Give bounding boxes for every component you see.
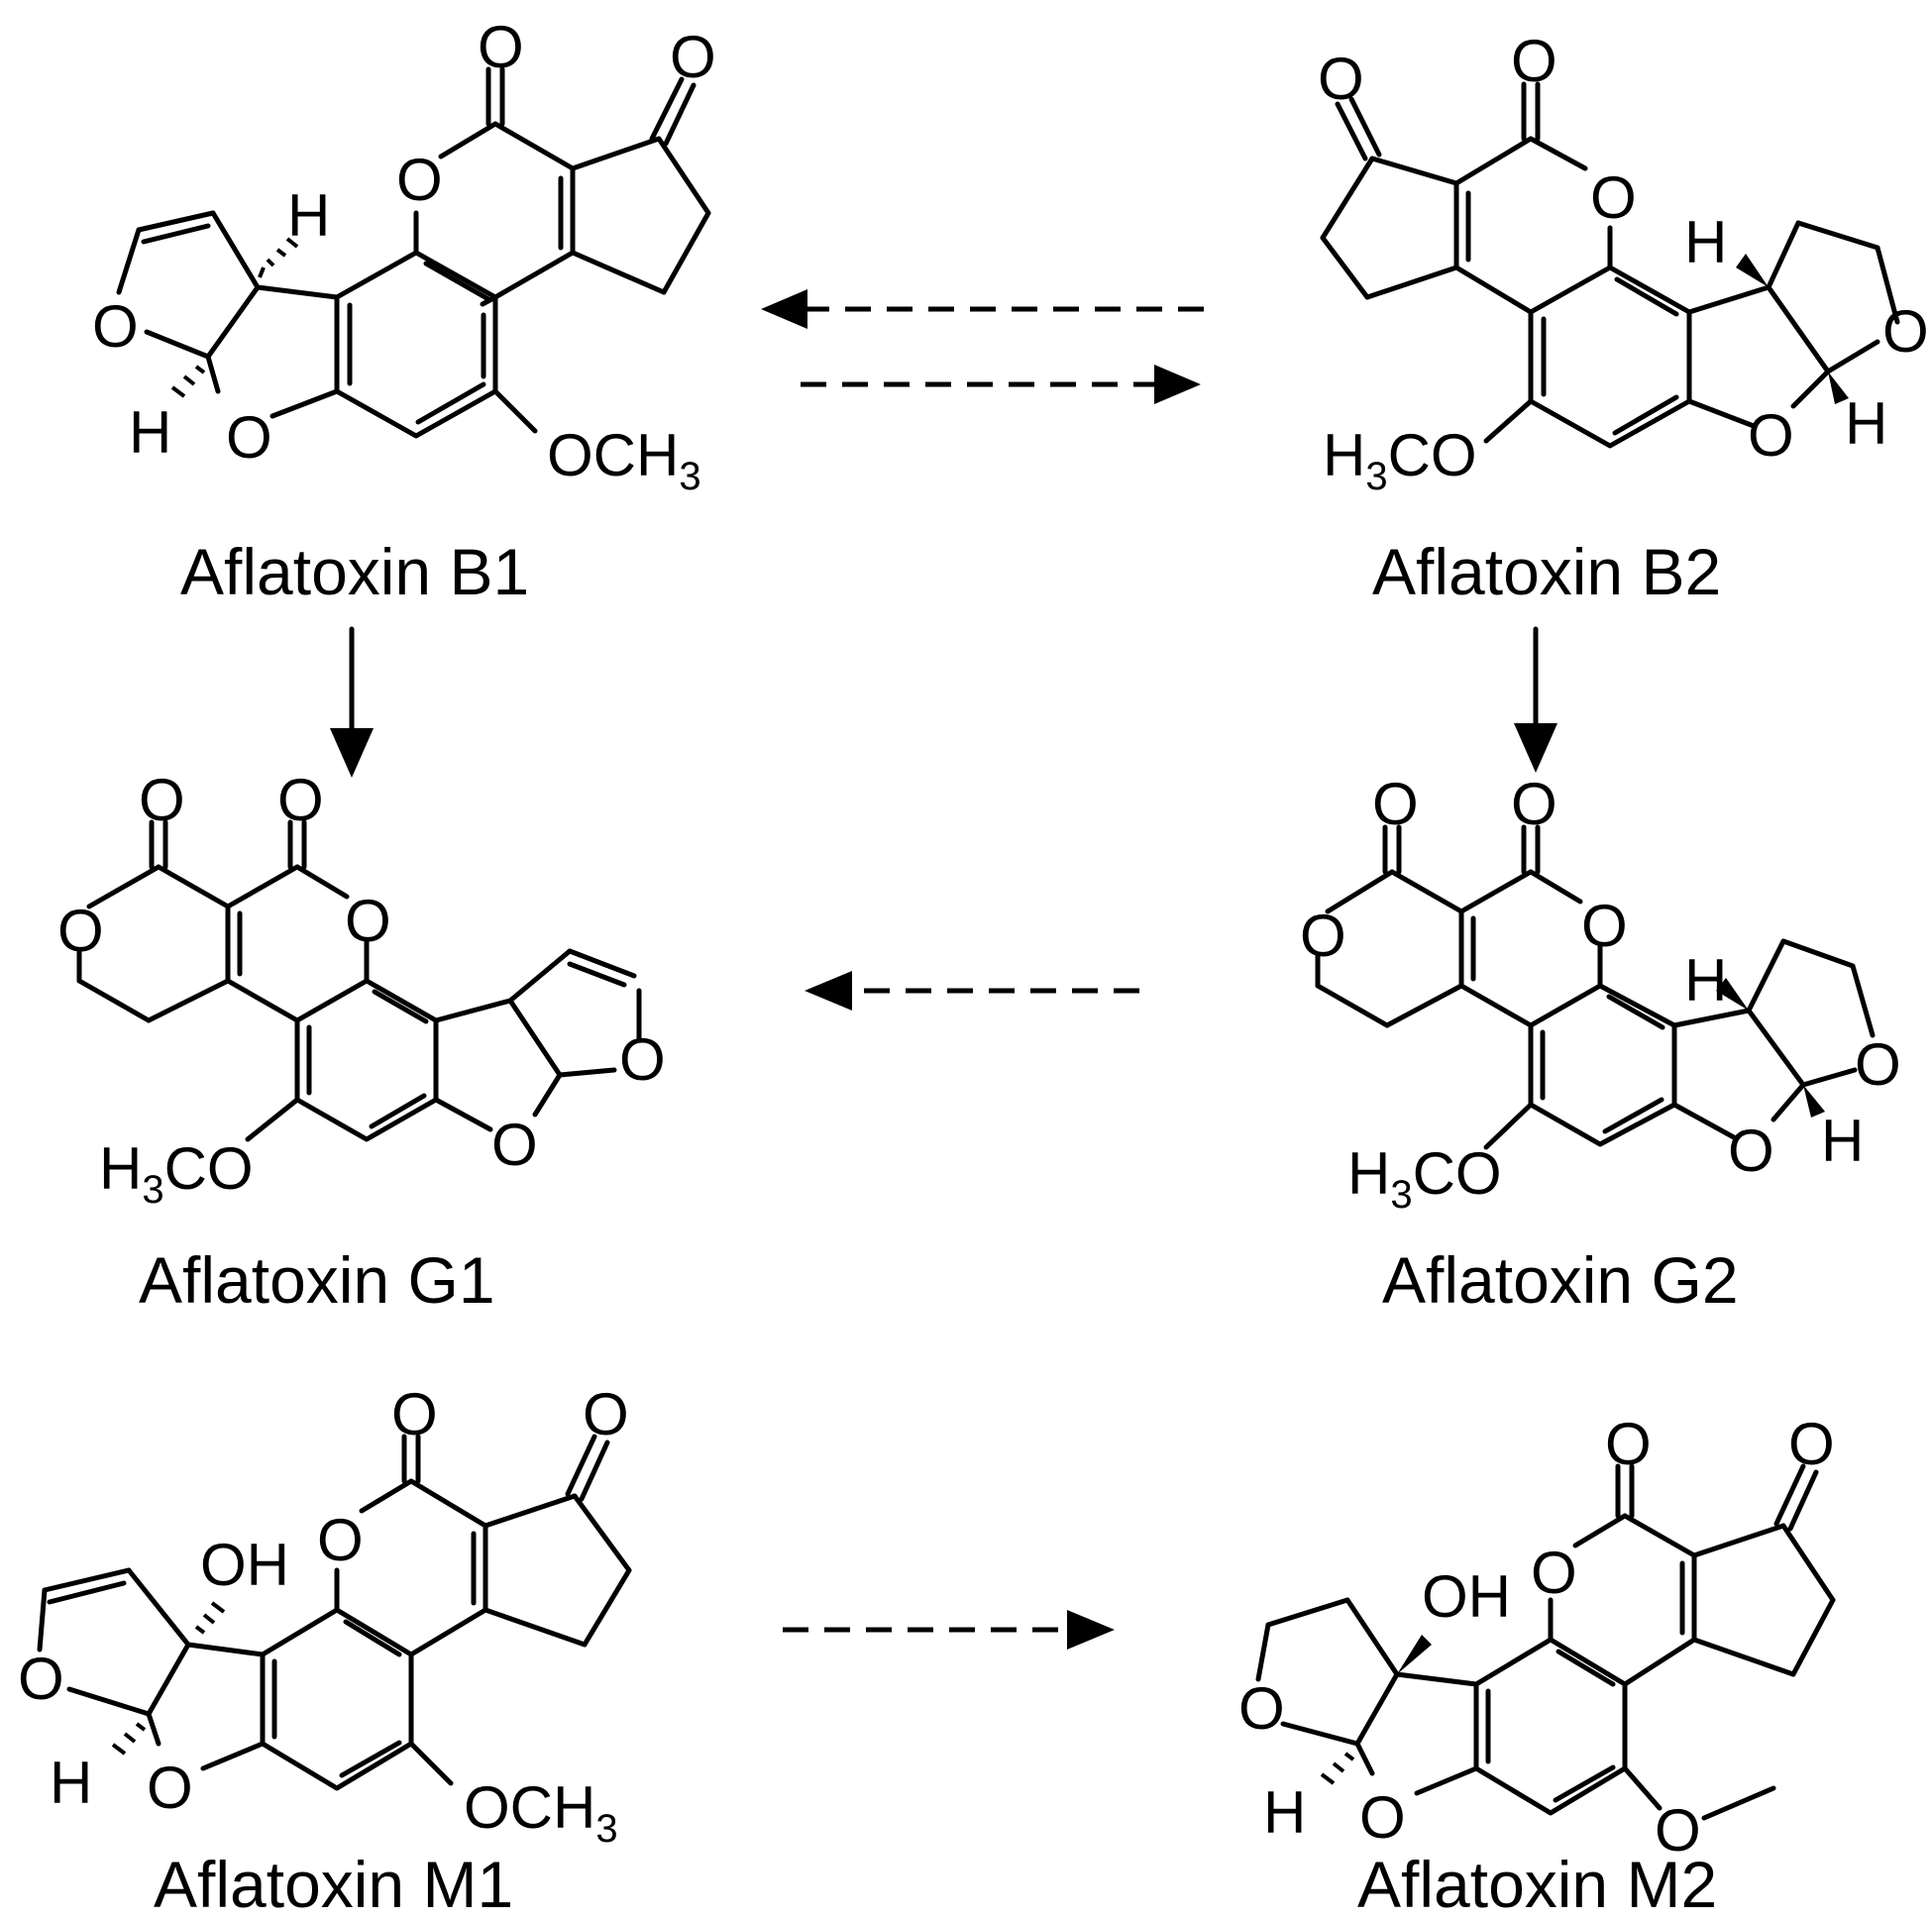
wedge-bond bbox=[1736, 254, 1769, 287]
arrow-g2-to-g1 bbox=[805, 971, 1139, 1011]
methoxy-group: H3CO bbox=[99, 1135, 254, 1212]
atom-o: O bbox=[92, 293, 139, 360]
atom-o: O bbox=[1581, 893, 1628, 959]
atom-o: O bbox=[1605, 1411, 1652, 1477]
aflatoxin-b2-structure: O O O H O O H H3CO bbox=[1318, 28, 1929, 498]
atom-h: H bbox=[50, 1750, 92, 1816]
hashed-bond bbox=[170, 365, 206, 398]
atom-o: O bbox=[345, 888, 391, 954]
atom-o: O bbox=[478, 14, 524, 80]
atom-o: O bbox=[147, 1755, 193, 1821]
hydroxyl-group: OH bbox=[200, 1532, 289, 1598]
atom-o: O bbox=[1728, 1118, 1774, 1184]
arrow-b1-to-b2 bbox=[801, 365, 1201, 404]
atom-o: O bbox=[18, 1646, 64, 1712]
atom-h: H bbox=[287, 182, 330, 249]
hashed-bond bbox=[111, 1722, 147, 1756]
atom-o: O bbox=[1511, 771, 1557, 837]
hashed-bond bbox=[194, 1601, 226, 1635]
atom-o: O bbox=[1655, 1797, 1701, 1864]
atom-h: H bbox=[1684, 947, 1727, 1013]
atom-h: H bbox=[129, 399, 171, 466]
methoxy-group: OCH3 bbox=[464, 1774, 618, 1851]
atom-o: O bbox=[1359, 1784, 1406, 1851]
atom-o: O bbox=[57, 898, 104, 964]
arrow-b1-to-g1 bbox=[330, 626, 374, 778]
compound-label-m1: Aflatoxin M1 bbox=[154, 1848, 513, 1920]
atom-o: O bbox=[1882, 298, 1929, 365]
atom-o: O bbox=[619, 1026, 666, 1093]
atom-o: O bbox=[226, 404, 272, 471]
atom-o: O bbox=[277, 767, 324, 833]
atom-h: H bbox=[1821, 1108, 1864, 1174]
atom-o: O bbox=[1788, 1411, 1835, 1477]
atom-o: O bbox=[139, 767, 185, 833]
wedge-bond bbox=[1716, 978, 1749, 1011]
aflatoxin-m2-structure: O O O OH O O H O bbox=[1238, 1411, 1836, 1864]
wedge-bond bbox=[1803, 1085, 1825, 1118]
aflatoxin-g2-structure: O O O O H O O H H3CO bbox=[1300, 771, 1901, 1217]
hashed-bond bbox=[258, 237, 299, 278]
hydroxyl-group: OH bbox=[1422, 1563, 1511, 1630]
arrow-b2-to-b1 bbox=[761, 289, 1204, 329]
atom-o: O bbox=[1531, 1540, 1577, 1606]
compound-label-b1: Aflatoxin B1 bbox=[180, 535, 529, 608]
methoxy-group: H3CO bbox=[1347, 1140, 1502, 1217]
atom-o: O bbox=[1855, 1031, 1901, 1098]
methoxy-group: H3CO bbox=[1323, 422, 1477, 498]
arrow-b2-to-g2 bbox=[1514, 626, 1557, 773]
atom-o: O bbox=[583, 1381, 629, 1447]
atom-o: O bbox=[670, 24, 716, 90]
arrow-m1-to-m2 bbox=[783, 1610, 1115, 1650]
atom-o: O bbox=[491, 1112, 538, 1178]
wedge-bond bbox=[1397, 1635, 1432, 1674]
atom-o: O bbox=[1372, 771, 1419, 837]
aflatoxin-b1-structure: O O O H O O H OCH3 bbox=[92, 14, 716, 498]
atom-h: H bbox=[1845, 390, 1887, 457]
atom-o: O bbox=[1748, 402, 1794, 469]
compound-label-g1: Aflatoxin G1 bbox=[139, 1243, 495, 1317]
atom-o: O bbox=[1590, 164, 1637, 231]
compound-label-g2: Aflatoxin G2 bbox=[1382, 1243, 1739, 1317]
atom-o: O bbox=[1238, 1675, 1285, 1742]
wedge-bond bbox=[1828, 372, 1849, 404]
atom-o: O bbox=[1318, 46, 1364, 112]
compound-label-b2: Aflatoxin B2 bbox=[1372, 535, 1721, 608]
atom-h: H bbox=[1684, 209, 1727, 275]
aflatoxin-m1-structure: O O O OH O O H OCH3 bbox=[18, 1381, 632, 1851]
atom-o: O bbox=[396, 147, 443, 213]
atom-o: O bbox=[391, 1381, 438, 1447]
methoxy-group: OCH3 bbox=[547, 422, 701, 498]
compound-label-m2: Aflatoxin M2 bbox=[1357, 1848, 1717, 1920]
aflatoxin-g1-structure: O O O O O O H3CO bbox=[57, 767, 666, 1212]
atom-o: O bbox=[317, 1507, 364, 1573]
hashed-bond bbox=[1320, 1752, 1355, 1785]
atom-o: O bbox=[1511, 28, 1557, 94]
atom-o: O bbox=[1300, 903, 1346, 969]
atom-h: H bbox=[1263, 1779, 1306, 1846]
